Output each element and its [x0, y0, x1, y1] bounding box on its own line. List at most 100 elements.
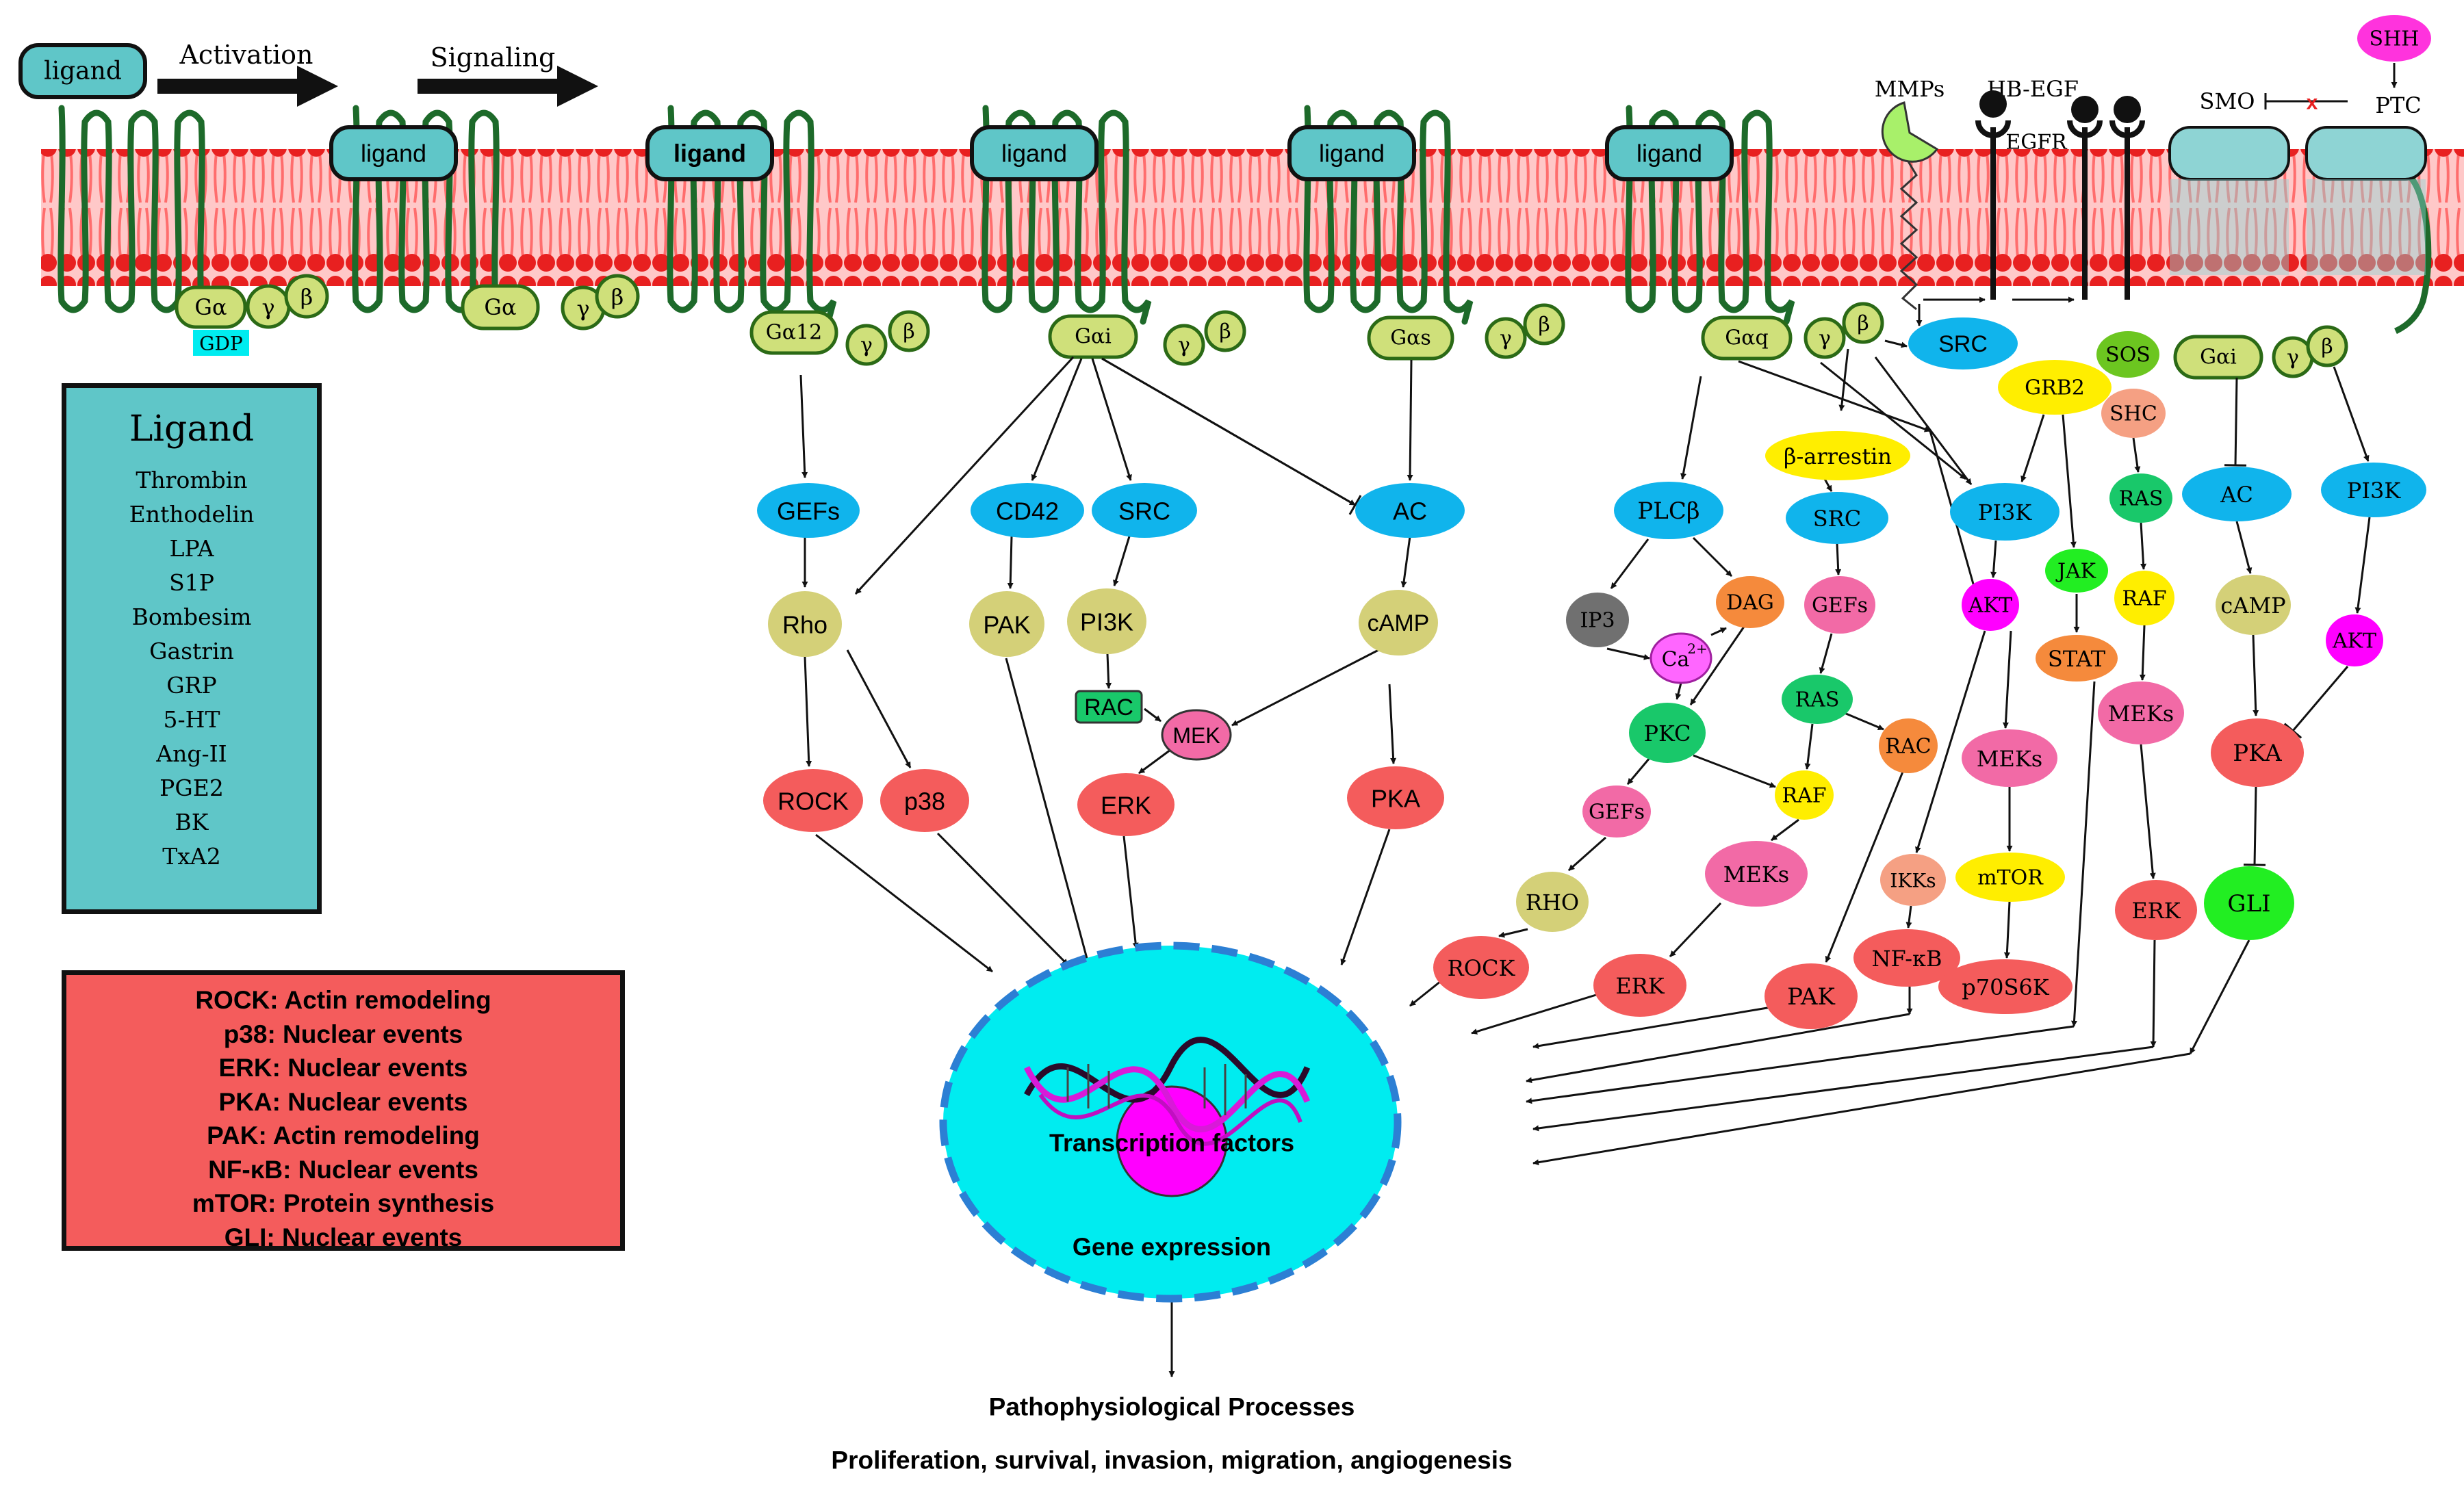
akt-2-node [2326, 614, 2383, 666]
ligand-item: GRP [166, 672, 217, 699]
rock-1-node [763, 769, 863, 832]
g-alpha-q [1701, 315, 1793, 361]
activation-arrow [804, 656, 812, 767]
shh-label: SHH [2370, 27, 2420, 51]
pi3k-1-label: PI3K [1080, 608, 1133, 636]
activation-arrow [2235, 521, 2253, 574]
activation-arrow [1407, 359, 1413, 481]
svg-text:γ: γ [860, 334, 873, 358]
function-item: p38: Nuclear events [223, 1020, 463, 1048]
ligand-free-label: ligand [44, 57, 122, 86]
svg-text:Gαi: Gαi [1075, 325, 1112, 349]
gefs-3-node [1804, 576, 1875, 634]
meks-2-label: MEKs [1977, 746, 2042, 772]
rock-2-label: ROCK [1448, 955, 1516, 981]
gai-ac-inhibition [1101, 357, 1356, 506]
ligand-free [18, 43, 147, 99]
signaling-label: Signaling [431, 42, 556, 73]
top-flow: Activation Signaling [157, 40, 598, 107]
ac-1-node [1355, 483, 1465, 538]
svg-text:β: β [903, 320, 914, 344]
gefs-3-label: GEFs [1812, 594, 1868, 618]
ac-1-label: AC [1393, 497, 1427, 525]
svg-text:γ: γ [1500, 327, 1512, 351]
gli-node [2204, 866, 2294, 940]
p38-1-label: p38 [904, 788, 945, 816]
inhibition-bar [2243, 864, 2266, 866]
svg-text:Gαq: Gαq [1725, 326, 1768, 350]
hb-egf-ligand-icon [2114, 96, 2141, 123]
function-item: ROCK: Actin remodeling [195, 986, 491, 1014]
activation-arrow [1526, 1025, 2075, 1104]
p70s6k-label: p70S6K [1962, 974, 2049, 1000]
ac-2-node [2182, 467, 2292, 521]
camp-2-node [2216, 575, 2291, 635]
cd42-label: CD42 [996, 497, 1059, 525]
egfr-label: EGFR [2005, 131, 2068, 155]
p38-1-node [880, 769, 969, 832]
pi3k-3-node [2321, 463, 2426, 517]
gai-ac-hh-inhibition [2234, 377, 2238, 466]
pi3k-3-label: PI3K [2347, 478, 2402, 504]
ligands: ligand ligand ligand ligand ligand ligan… [18, 43, 1734, 181]
activation-arrow [1771, 818, 1799, 842]
svg-text:β: β [1219, 320, 1231, 344]
pak-1-label: PAK [983, 611, 1030, 639]
rac-2-label: RAC [1885, 735, 1931, 759]
pak-2-node [1764, 963, 1858, 1029]
activation-arrow [2002, 630, 2012, 729]
g-proteins: Gα γ β GDP Gα γ β Gα12 γ β Gαi γ β Gαs γ… [175, 274, 2348, 380]
gdp-badge [193, 330, 249, 356]
rac-1-node [1075, 690, 1143, 724]
gefs-1-node [757, 483, 860, 538]
stat-node [2036, 635, 2118, 681]
rho-1-node [768, 591, 842, 657]
ligand-item: Bombesim [131, 603, 252, 630]
ip3-node [1566, 593, 1629, 647]
egfr-transactivation: MMPs HB-EGF EGFR [1875, 76, 2145, 326]
ligand-item: LPA [169, 535, 214, 562]
grb2-node [1998, 360, 2112, 415]
pi3k-2-node [1950, 483, 2059, 541]
activation-arrow [1874, 356, 1973, 485]
nucleus: Transcription factors Gene expression Pa… [831, 942, 1513, 1475]
sos-node [2096, 331, 2159, 378]
activation-arrow [2150, 939, 2157, 1048]
g-alpha-i-hh [2173, 335, 2263, 380]
activation-arrow [2140, 522, 2147, 570]
shc-node [2101, 389, 2166, 438]
svg-text:ligand: ligand [1001, 140, 1067, 168]
svg-text:β: β [300, 284, 313, 310]
outcomes-label: Proliferation, survival, invasion, migra… [831, 1446, 1512, 1475]
smo-receptor [2168, 126, 2290, 181]
dag-label: DAG [1726, 591, 1774, 615]
src-3-node [1908, 317, 2018, 369]
activation-arrow [1675, 682, 1682, 700]
shh-ligand [2357, 15, 2431, 62]
smo-label: SMO [2200, 88, 2255, 114]
calcium-label: Ca [1662, 648, 1690, 672]
meks-1-label: MEKs [1723, 861, 1789, 887]
activation-arrow [1689, 626, 1745, 705]
camp-1-label: cAMP [1368, 610, 1430, 636]
activation-arrow [1738, 360, 1931, 432]
ligand-item: Enthodelin [129, 501, 255, 528]
gefs-2-label: GEFs [1589, 801, 1645, 825]
function-item: PKA: Nuclear events [218, 1087, 468, 1116]
inhibition-bar [1348, 495, 1362, 515]
activation-arrow [1005, 658, 1090, 964]
gene-expression-label: Gene expression [1073, 1233, 1271, 1261]
activation-arrow [1113, 536, 1131, 586]
block-mark: x [2307, 92, 2318, 114]
gefs-2-node [1582, 786, 1651, 838]
ikks-node [1880, 854, 1946, 906]
activation-arrow [1884, 339, 1908, 348]
activation-arrow [1409, 977, 1445, 1007]
ptc-label: PTC [2375, 92, 2421, 118]
hb-egf-ligand-icon [1979, 90, 2007, 118]
activation-arrow [799, 374, 808, 478]
mtor-node [1955, 853, 2065, 902]
ptc-receptor [2305, 126, 2427, 181]
activation-arrow [1091, 358, 1132, 481]
